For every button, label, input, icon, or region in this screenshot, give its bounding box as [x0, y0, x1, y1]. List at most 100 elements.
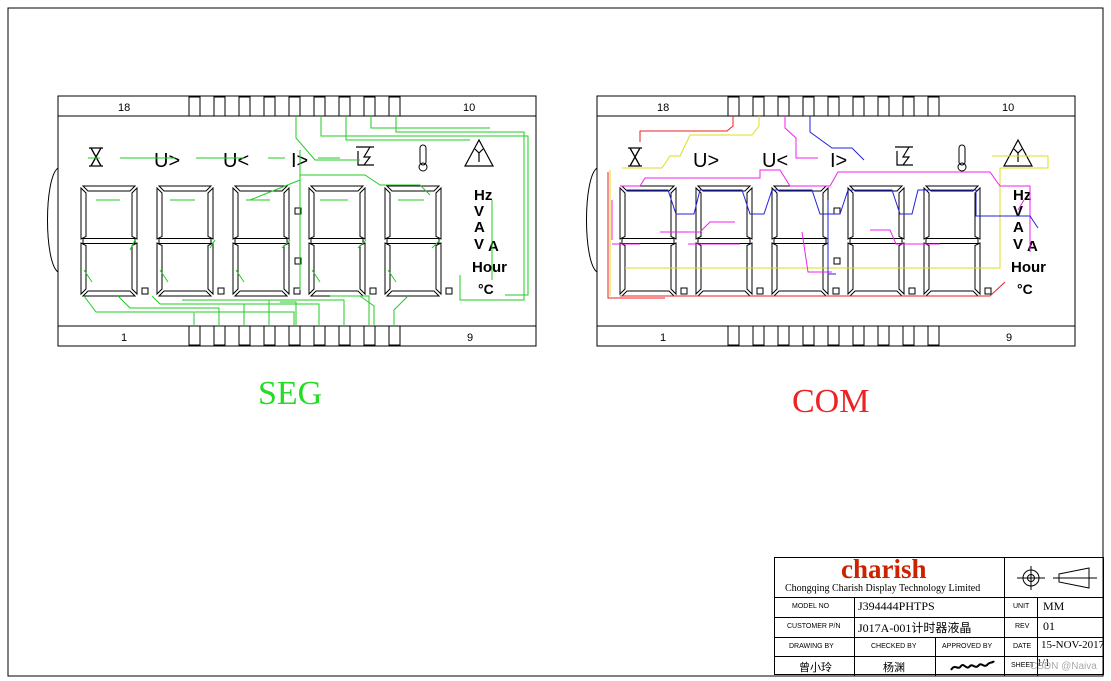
- digit-segment: [695, 242, 702, 296]
- bottom-pin: [752, 325, 765, 346]
- drawing-by-label: DRAWING BY: [789, 643, 834, 650]
- digit-segment: [157, 290, 213, 297]
- drawing-by-value: 曾小玲: [799, 662, 832, 674]
- unit-hz: Hz: [1013, 187, 1031, 204]
- lightning-icon: [895, 146, 913, 166]
- colon-dot: [833, 207, 841, 215]
- digit-segment: [131, 186, 138, 240]
- bottom-pin: [927, 325, 940, 346]
- digit-segment: [232, 186, 239, 240]
- digit-segment: [746, 242, 753, 296]
- digit-segment: [620, 185, 676, 192]
- unit-celsius: °C: [1017, 281, 1033, 297]
- top-pin: [188, 96, 201, 117]
- pin-label-1: 1: [121, 332, 127, 344]
- trace-line: [612, 116, 1031, 273]
- digit-segment: [232, 242, 239, 296]
- bottom-pin: [852, 325, 865, 346]
- top-pin: [238, 96, 251, 117]
- digit-segment: [898, 242, 905, 296]
- u-greater-icon: U>: [154, 150, 180, 172]
- digit-segment: [435, 186, 442, 240]
- digit-segment: [82, 238, 136, 244]
- digit-segment: [923, 242, 930, 296]
- unit-label: UNIT: [1013, 603, 1030, 610]
- connector-tab: [47, 167, 59, 273]
- pin-label-9: 9: [1006, 332, 1012, 344]
- digit-segment: [385, 290, 441, 297]
- colon-dot: [833, 257, 841, 265]
- sheet-label: SHEET: [1011, 662, 1035, 669]
- digit-segment: [848, 185, 904, 192]
- bottom-pin: [727, 325, 740, 346]
- trace-line: [607, 116, 1006, 299]
- top-pin: [363, 96, 376, 117]
- trace-line: [83, 199, 441, 283]
- digit-segment: [670, 186, 677, 240]
- digit-segment: [847, 186, 854, 240]
- brand-logo: charish: [841, 554, 927, 584]
- decimal-point: [832, 287, 840, 295]
- digit-segment: [771, 186, 778, 240]
- digit-segment: [207, 186, 214, 240]
- bottom-pin-strip: [57, 325, 537, 347]
- bottom-pin: [313, 325, 326, 346]
- customer-pn-value: J017A-001计时器液晶: [858, 621, 972, 635]
- colon-dot: [294, 207, 302, 215]
- bottom-pin: [338, 325, 351, 346]
- pin-label-9: 9: [467, 332, 473, 344]
- thermometer-icon: [419, 144, 427, 166]
- digit-segment: [309, 185, 365, 192]
- digit-segment: [81, 185, 137, 192]
- top-pin: [752, 96, 765, 117]
- decimal-point: [141, 287, 149, 295]
- pin-label-18: 18: [657, 102, 669, 114]
- hourglass-icon: [89, 147, 103, 167]
- top-pin: [827, 96, 840, 117]
- rev-value: 01: [1043, 619, 1055, 633]
- sheet-value: 1/1: [1037, 658, 1050, 669]
- decimal-point: [217, 287, 225, 295]
- unit-celsius: °C: [478, 281, 494, 297]
- connector-tab: [586, 167, 598, 273]
- bottom-pin: [288, 325, 301, 346]
- digit-segment: [233, 185, 289, 192]
- digit-segment: [283, 186, 290, 240]
- digit-segment: [771, 242, 778, 296]
- bottom-pin: [213, 325, 226, 346]
- bottom-pin: [902, 325, 915, 346]
- digit-segment: [974, 242, 981, 296]
- unit-a: A: [474, 219, 485, 236]
- digit-segment: [384, 242, 391, 296]
- decimal-point: [680, 287, 688, 295]
- digit-segment: [974, 186, 981, 240]
- decimal-point: [984, 287, 992, 295]
- digit-segment: [233, 290, 289, 297]
- lightning-icon: [356, 146, 374, 166]
- colon-dot: [294, 257, 302, 265]
- trace-line: [611, 199, 1025, 240]
- digit-segment: [283, 242, 290, 296]
- approved-by-label: APPROVED BY: [942, 643, 993, 650]
- top-pin: [777, 96, 790, 117]
- pin-label-18: 18: [118, 102, 130, 114]
- unit-v2: V: [1013, 236, 1023, 253]
- top-pin: [927, 96, 940, 117]
- digit-segment: [386, 238, 440, 244]
- digit-segment: [620, 290, 676, 297]
- bottom-pin: [263, 325, 276, 346]
- digit-segment: [157, 185, 213, 192]
- i-greater-icon: I>: [830, 150, 847, 172]
- unit-value: MM: [1043, 599, 1065, 613]
- bottom-pin: [363, 325, 376, 346]
- digit-segment: [80, 242, 87, 296]
- digit-segment: [772, 290, 828, 297]
- digit-segment: [822, 242, 829, 296]
- unit-v: V: [474, 203, 484, 220]
- digit-segment: [924, 290, 980, 297]
- com-caption: COM: [792, 383, 870, 420]
- decimal-point: [908, 287, 916, 295]
- digit-segment: [924, 185, 980, 192]
- digit-segment: [81, 290, 137, 297]
